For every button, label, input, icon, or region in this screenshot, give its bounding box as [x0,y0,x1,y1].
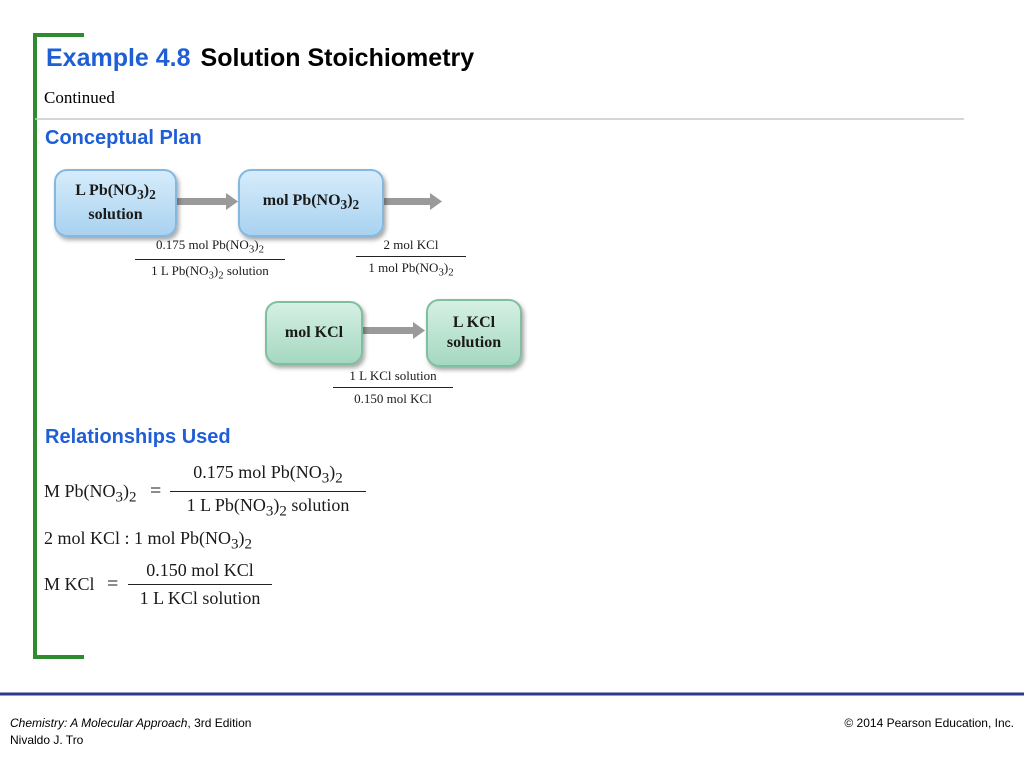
sub-2: 2 [335,470,343,487]
frac-text: 2 mol KCl [383,237,439,252]
paren: ) [347,191,353,209]
box-text: mol KCl [284,324,344,341]
frac-text: 1 L KCl solution [139,588,261,608]
book-edition: , 3rd Edition [187,716,252,730]
paren: ) [213,262,219,278]
box-mol-kcl: mol KCl [265,301,363,365]
frac-text: 0.175 mol Pb(NO [193,462,322,482]
eq-text: 2 mol KCl : 1 mol Pb(NO [44,528,232,548]
frac-text: 1 L KCl solution [349,368,437,383]
sub-2: 2 [218,269,224,282]
fraction-bar [333,387,453,388]
footer-copyright: © 2014 Pearson Education, Inc. [844,716,1014,730]
paren: ) [273,494,280,515]
frac-text: 1 L Pb(NO [186,494,266,515]
eq3-equals: = [107,573,119,595]
frac-text: 1 mol Pb(NO [368,260,439,275]
slide-title: Example 4.8 Solution Stoichiometry [46,44,474,73]
box-text: solution [88,206,143,224]
box-text: L KCl [452,314,496,331]
relationships-heading: Relationships Used [45,426,231,448]
sub-3: 3 [248,243,255,256]
conceptual-plan-heading: Conceptual Plan [45,127,202,149]
sub-3: 3 [321,470,330,487]
paren: ) [143,181,150,199]
box-l-pbno32-solution: L Pb(NO3)2 solution [54,169,177,237]
sub-3: 3 [115,489,124,506]
eq1-fraction: 0.175 mol Pb(NO3)2 1 L Pb(NO3)2 solution [170,462,366,520]
left-frame-bracket [33,33,84,659]
box-mol-pbno32: mol Pb(NO3)2 [238,169,384,237]
paren: ) [123,481,130,501]
frac-text: 1 L Pb(NO [151,262,209,278]
fraction-bar [128,584,272,585]
example-title: Solution Stoichiometry [200,44,475,72]
sub-2: 2 [244,536,253,553]
continued-label: Continued [44,88,115,107]
arrow-2 [383,193,442,210]
sub-3: 3 [265,503,274,520]
factor-mole-ratio: 2 mol KCl 1 mol Pb(NO3)2 [356,237,466,279]
frac-text: 0.150 mol KCl [146,560,254,580]
sub-2: 2 [279,503,287,520]
paren: ) [254,237,259,252]
eq1-equals: = [150,480,162,502]
frac-text: solution [286,494,350,515]
box-text: L Pb(NO [75,181,138,199]
sub-2: 2 [129,489,137,506]
paren: ) [329,462,336,482]
frac-text: solution [223,262,269,278]
footer-book: Chemistry: A Molecular Approach, 3rd Edi… [10,716,251,730]
example-number: Example 4.8 [46,44,191,72]
paren: ) [238,528,245,548]
sub-3: 3 [137,187,144,203]
frac-text: 0.175 mol Pb(NO [156,237,249,252]
eq1-left: M Pb(NO3)2 [44,481,137,507]
footer-author: Nivaldo J. Tro [10,733,84,747]
factor-molarity-pbno32: 0.175 mol Pb(NO3)2 1 L Pb(NO3)2 solution [135,237,285,281]
box-l-kcl-solution: L KCl solution [426,299,522,367]
sub-2: 2 [149,187,156,203]
eq3-fraction: 0.150 mol KCl 1 L KCl solution [128,560,272,609]
box-text: solution [446,334,502,351]
eq2-mole-ratio: 2 mol KCl : 1 mol Pb(NO3)2 [44,528,252,554]
box-text: mol Pb(NO [262,191,341,209]
sub-2: 2 [352,197,360,213]
sub-2: 2 [448,266,454,279]
fraction-bar [170,490,366,492]
arrow-1 [176,193,238,210]
frac-text: 0.150 mol KCl [354,391,432,406]
arrow-3 [361,322,425,339]
fraction-bar [356,256,466,257]
sub-3: 3 [208,269,214,282]
eq3-left: M KCl [44,574,95,594]
sub-3: 3 [231,536,239,553]
sub-3: 3 [438,266,444,279]
sub-2: 2 [258,243,264,256]
book-title: Chemistry: A Molecular Approach [10,716,188,730]
factor-molarity-kcl: 1 L KCl solution 0.150 mol KCl [333,368,453,407]
sub-3: 3 [340,197,348,213]
paren: ) [443,260,449,275]
eq-text: M Pb(NO [44,481,116,501]
fraction-bar [135,258,285,260]
